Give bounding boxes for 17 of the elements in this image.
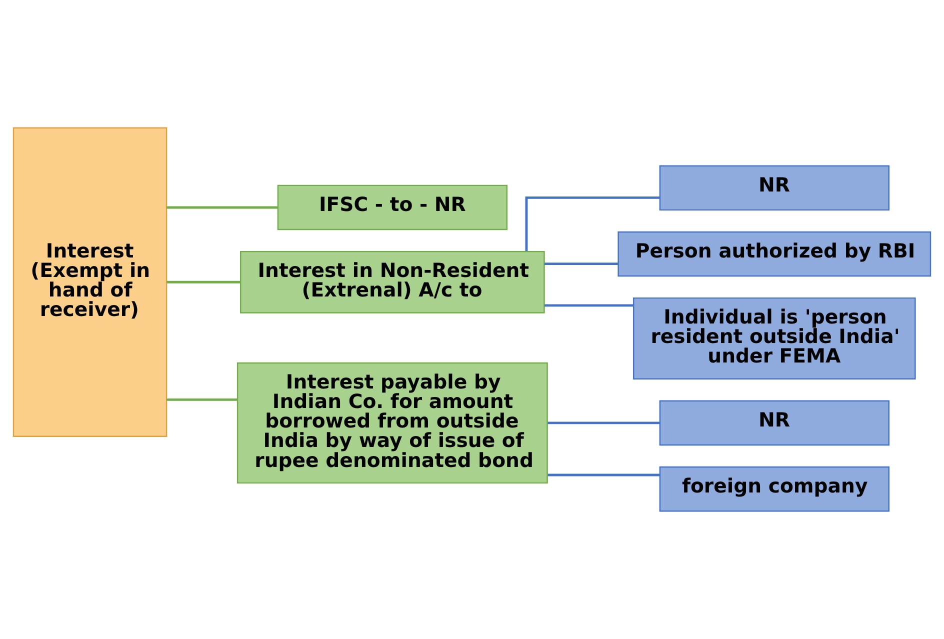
node-box: Interest in Non-Resident (Extrenal) A/c to [240,250,545,314]
node-box: Interest payable by Indian Co. for amount borrowed from outside India by way of issue of rupee denominated bond [236,362,548,484]
node-box: Person authorized by RBI [618,231,932,277]
connector [548,422,660,424]
connector [525,196,660,252]
node-box: Individual is 'person resident outside India' under FEMA [633,297,916,380]
node-box: Interest (Exempt in hand of receiver) [12,127,168,438]
node-box: NR [659,165,890,211]
connector [166,206,278,209]
connector [548,474,660,476]
connector [166,398,238,401]
connector [544,304,634,307]
connector [166,280,240,284]
node-box: foreign company [659,466,890,512]
connector [544,262,618,266]
node-box: NR [659,400,890,446]
node-box: IFSC - to - NR [277,184,508,230]
